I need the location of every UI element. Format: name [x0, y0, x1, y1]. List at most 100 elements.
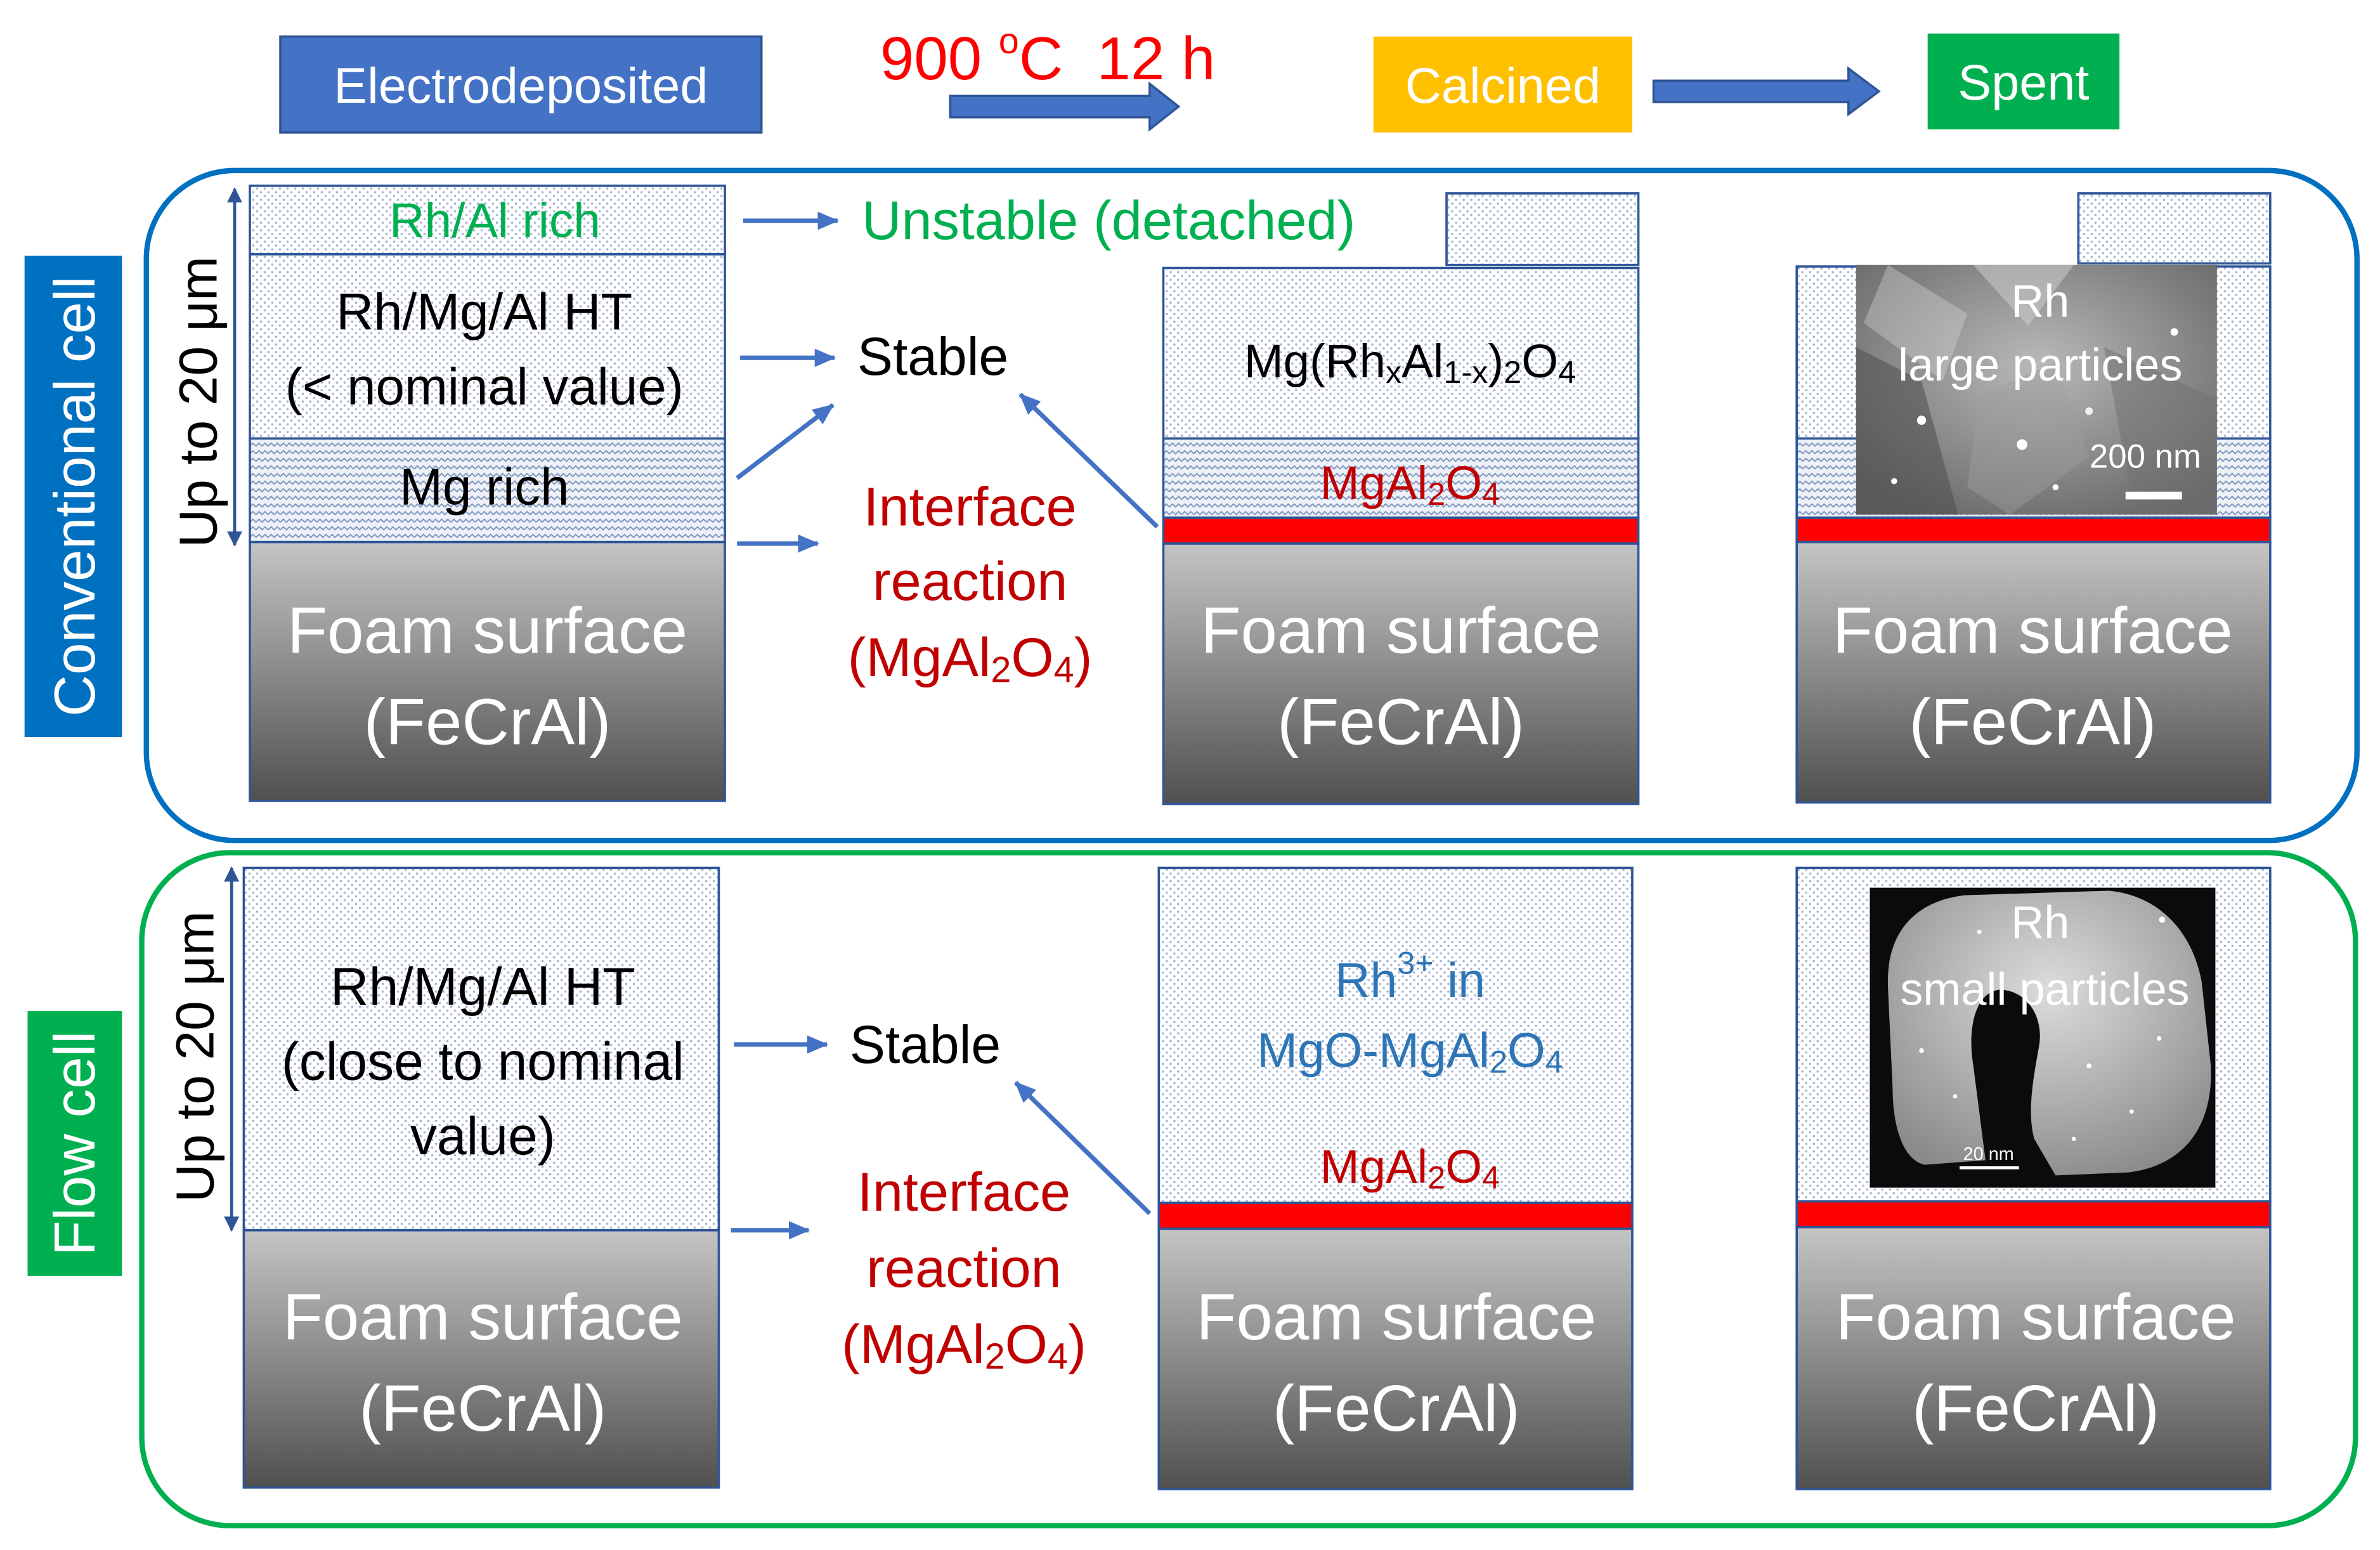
rh-particle: [1953, 1094, 1958, 1098]
sem-micrograph-large-particles: Rh large particles 200 nm: [1856, 264, 2217, 515]
calcined-stage-label: Calcined: [1405, 57, 1601, 114]
calcination-arrow: [949, 81, 1181, 132]
calcined-to-stable-arrow: [1018, 393, 1159, 529]
spent-stage-box: [1927, 33, 2120, 130]
thickness-label: Up to 20 μm: [166, 911, 225, 1202]
rh-particle: [2071, 1136, 2076, 1142]
ht-layer-note-cont: value): [410, 1106, 556, 1166]
foam-substrate-label: Foam surface: [283, 1280, 683, 1353]
micrograph-caption: large particles: [1898, 340, 2182, 391]
ht-layer-note: (close to nominal: [282, 1031, 684, 1091]
conventional-cell-label: Conventional cell: [42, 276, 107, 717]
spinel-layer: [1162, 437, 1640, 519]
rh-al-rich-layer: [249, 185, 726, 256]
detached-layer: [2077, 192, 2272, 265]
electrodeposited-stage-label: Electrodeposited: [334, 57, 708, 114]
spinel-formula: MgAl2O4: [1320, 457, 1500, 512]
foam-substrate-label: Foam surface: [1196, 1280, 1596, 1353]
interface-label: Interface: [857, 1162, 1070, 1223]
flow-spent-stack: Rh small particles 20 nm Foam surface (F…: [1795, 866, 2272, 1490]
flow-electrodeposited-stack: Rh/Mg/Al HT (close to nominal value) Foa…: [242, 866, 720, 1489]
spent-stage-label: Spent: [1958, 54, 2089, 110]
rh-particle: [1975, 370, 1984, 379]
flow-cell-frame: [139, 850, 2358, 1528]
mixed-oxide-layer: [1162, 266, 1640, 440]
scale-bar: [2125, 492, 2182, 500]
micrograph-element-label: Rh: [2011, 897, 2069, 948]
foam-substrate-alloy: (FeCrAl): [1912, 1372, 2159, 1445]
rh-particle: [2159, 916, 2166, 923]
interface-product-formula: (MgAl2O4): [842, 1314, 1086, 1377]
detached-layer: [1445, 192, 1640, 266]
rh-particle: [2017, 439, 2027, 450]
sem-texture: [2104, 347, 2217, 515]
spinel-band: [1795, 1200, 2272, 1228]
foam-substrate-alloy: (FeCrAl): [1273, 1372, 1520, 1445]
foam-substrate-alloy: (FeCrAl): [359, 1372, 606, 1445]
spinel-band: [1162, 516, 1640, 545]
conventional-cell-panel: Conventional cell Up to 20 μm Rh/Al rich…: [24, 167, 2360, 843]
mg-rich-label: Mg rich: [400, 459, 569, 516]
rh-mg-al-ht-layer: [242, 866, 720, 1232]
sem-texture: [1863, 264, 1968, 381]
ht-layer-label: Rh/Mg/Al HT: [330, 957, 635, 1017]
foam-substrate-label: Foam surface: [1833, 594, 2233, 667]
header-row: Electrodeposited 900 oC 12 h Calcined Sp…: [279, 21, 2120, 134]
rh-particle: [2052, 484, 2059, 491]
rh-particle: [1891, 478, 1897, 485]
foam-substrate-label: Foam surface: [1201, 594, 1601, 667]
sem-texture: [1967, 362, 2090, 515]
reaction-arrow: [1652, 66, 1881, 117]
flow-cell-label: Flow cell: [42, 1031, 107, 1256]
conventional-spent-stack: Rh large particles 200 nm Foam surface (…: [1795, 192, 2272, 804]
conventional-electrodeposited-stack: Rh/Al rich Rh/Mg/Al HT (< nominal value)…: [249, 185, 726, 802]
stable-label: Stable: [850, 1015, 1001, 1074]
rh-particle: [2085, 407, 2093, 415]
conventional-cell-tag: [24, 256, 122, 737]
flow-cell-tag: [27, 1011, 122, 1276]
foam-substrate: [1157, 1227, 1634, 1490]
calcined-to-stable-arrow: [1014, 1081, 1152, 1216]
unstable-label: Unstable (detached): [862, 190, 1355, 251]
rh-al-rich-label: Rh/Al rich: [389, 193, 601, 248]
rh-particle: [2156, 1036, 2162, 1041]
flow-calcined-stack: Rh3+ in MgO-MgAl2O4 MgAl2O4 Foam surface…: [1157, 866, 1634, 1490]
rh-particle: [1977, 929, 1982, 934]
foam-substrate: [1162, 542, 1640, 805]
ht-layer-note: (< nominal value): [285, 358, 684, 415]
rh-species-label: Rh3+ in: [1335, 944, 1485, 1008]
rh-mg-al-ht-layer: [249, 253, 726, 440]
reaction-label: reaction: [873, 551, 1067, 612]
tem-support-grain: [1887, 890, 2211, 1176]
foam-substrate-label: Foam surface: [1836, 1280, 2236, 1353]
rh-particle: [1919, 1048, 1924, 1053]
mixed-oxide-formula: Mg(RhxAl1-x)2O4: [1244, 334, 1576, 389]
scale-bar-label: 200 nm: [2090, 438, 2201, 476]
foam-substrate: [1795, 1226, 2272, 1490]
micrograph-element-label: Rh: [2011, 276, 2069, 327]
rh-particle: [2170, 328, 2178, 336]
flow-cell-panel: Flow cell Up to 20 μm Rh/Mg/Al HT (close…: [27, 850, 2358, 1528]
interface-label: Interface: [863, 476, 1076, 537]
stable-label: Stable: [857, 327, 1008, 386]
conventional-calcined-stack: Mg(RhxAl1-x)2O4 MgAl2O4 Foam surface (Fe…: [1162, 192, 1640, 805]
treatment-condition: 900 oC 12 h: [880, 21, 1216, 93]
foam-substrate-alloy: (FeCrAl): [1277, 685, 1525, 758]
electrodeposited-stage-box: [279, 35, 763, 134]
spinel-formula: MgAl2O4: [1320, 1140, 1500, 1195]
spinel-band: [1795, 516, 2272, 544]
foam-substrate: [242, 1229, 720, 1489]
mixed-oxide-formula: MgO-MgAl2O4: [1257, 1024, 1563, 1079]
conventional-cell-frame: [143, 167, 2360, 843]
foam-substrate: [1795, 540, 2272, 804]
rh-particle: [2086, 1063, 2092, 1069]
mixed-oxide-layer: [1157, 866, 1634, 1204]
foam-substrate-label: Foam surface: [287, 594, 687, 667]
ht-layer-label: Rh/Mg/Al HT: [336, 283, 632, 341]
rh-particle: [2130, 1109, 2134, 1114]
calcined-stage-box: [1373, 36, 1632, 133]
foam-substrate: [249, 540, 726, 802]
reaction-label: reaction: [866, 1238, 1061, 1299]
sem-texture: [1973, 264, 2074, 326]
